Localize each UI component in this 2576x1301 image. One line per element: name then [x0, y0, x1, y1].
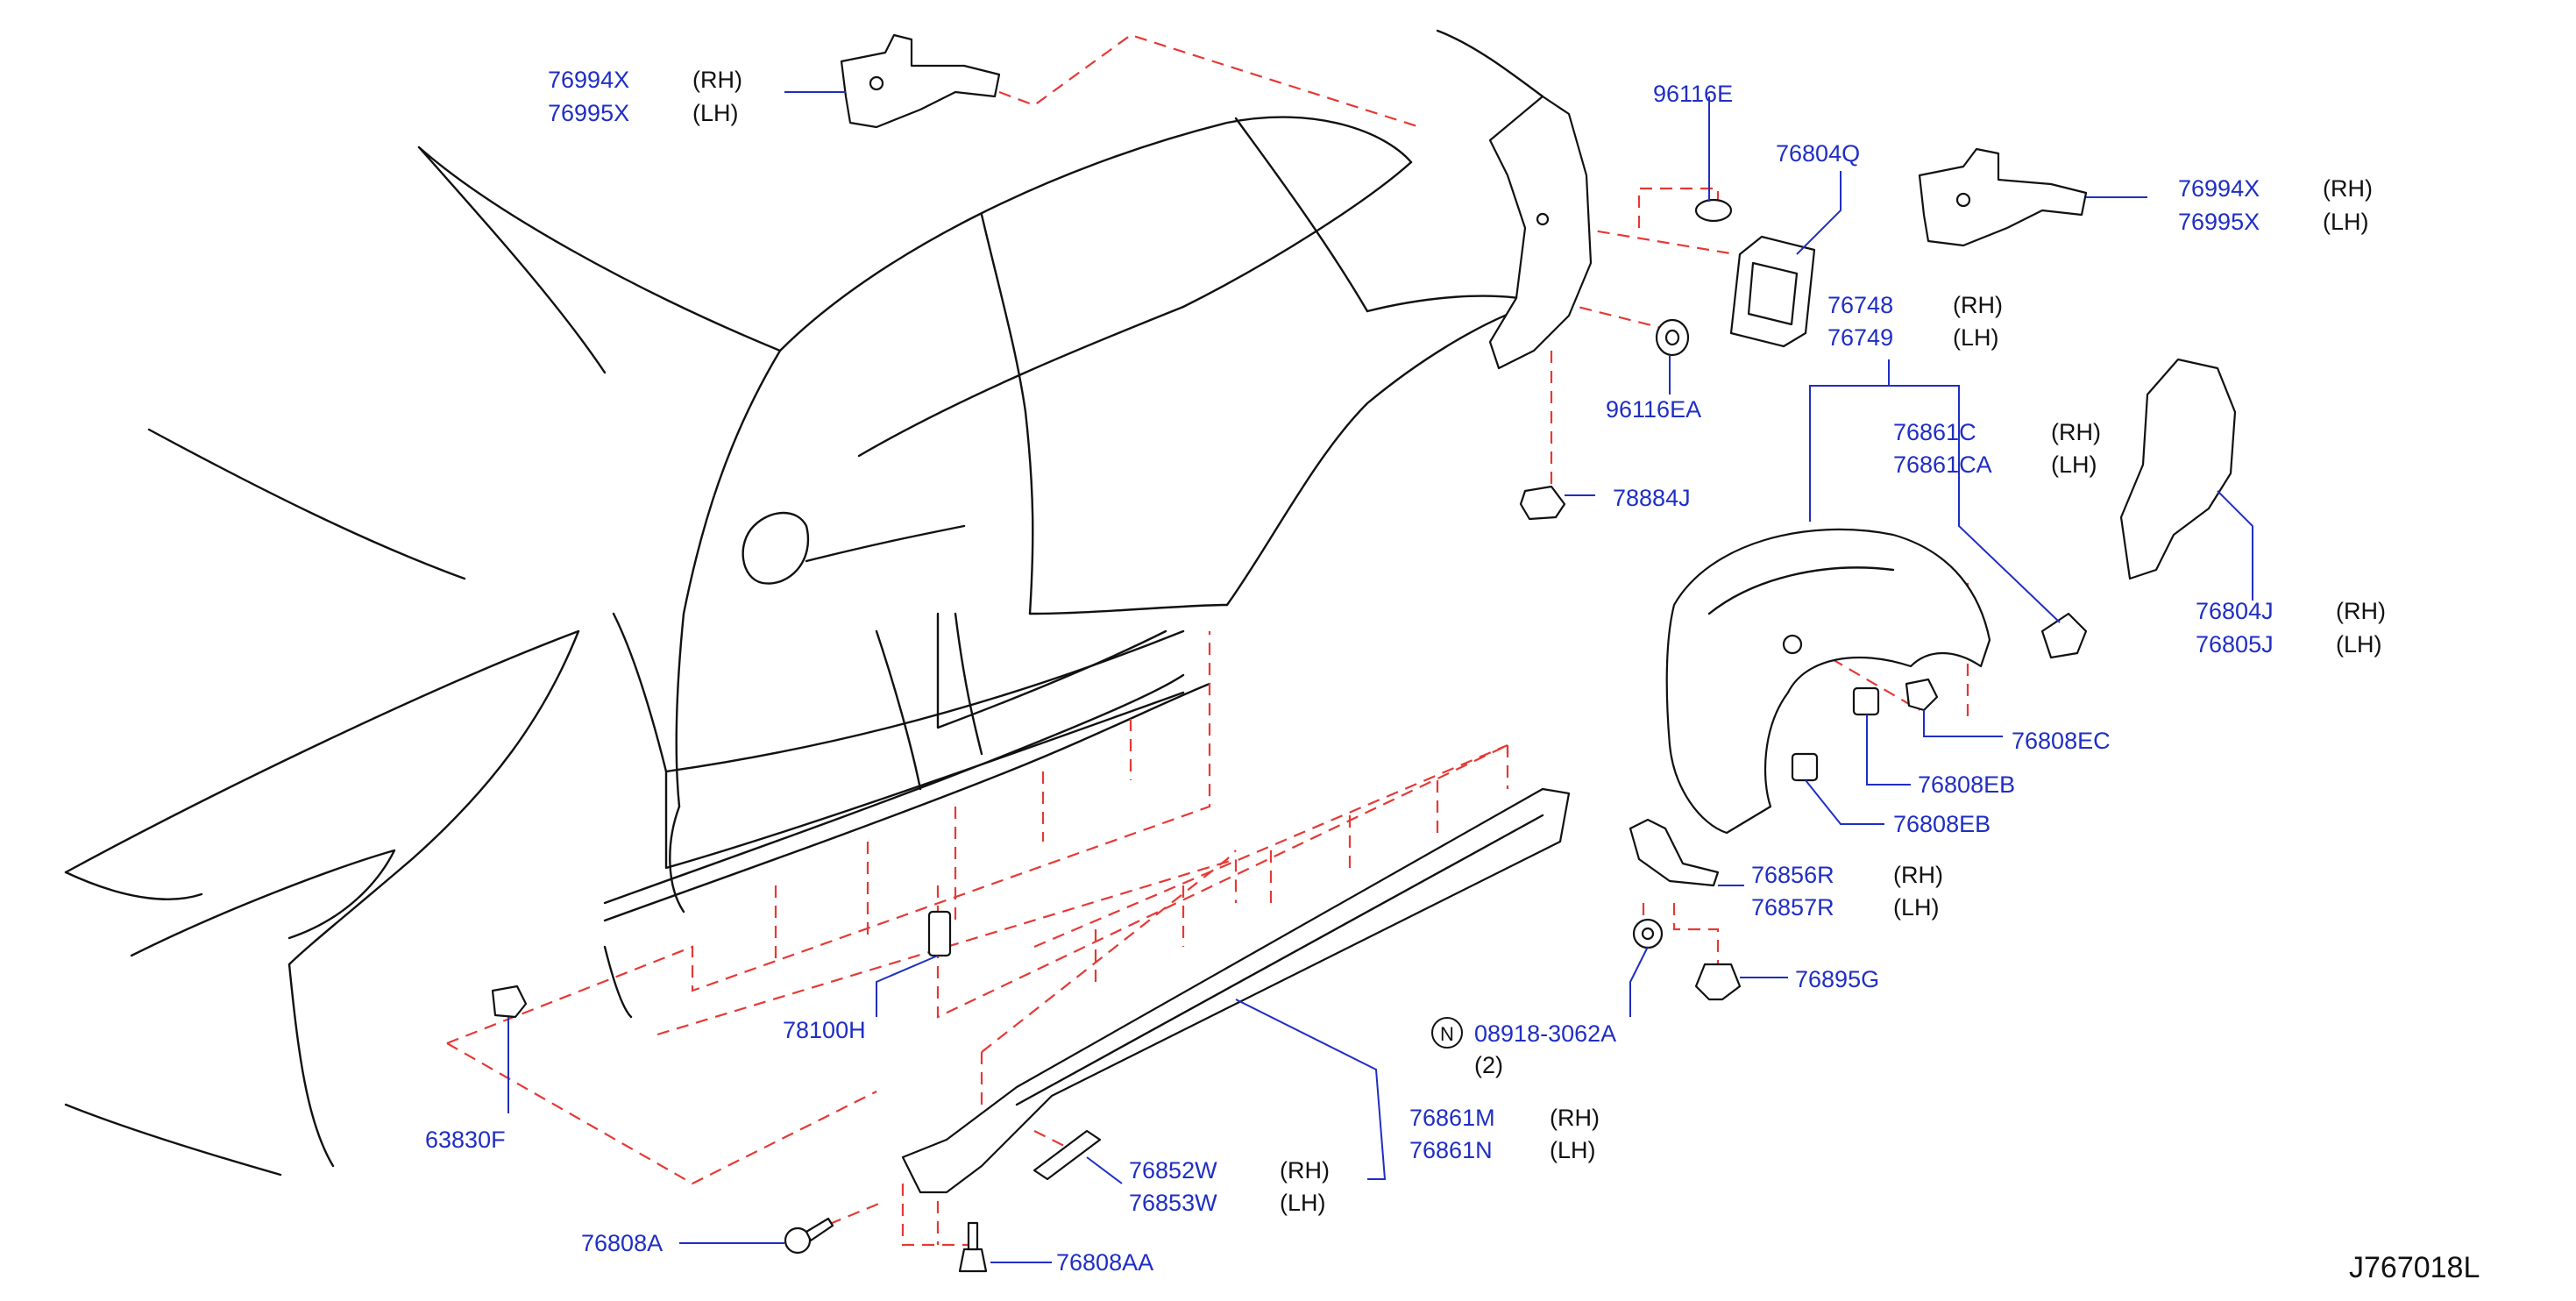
label-76808aa: 76808AA — [1056, 1249, 1154, 1276]
label-rh-sill: (RH) — [1550, 1105, 1600, 1131]
label-76852w: 76852W — [1129, 1157, 1217, 1184]
part-76808EC-clip — [1905, 678, 1939, 712]
part-bracket-rear — [1918, 147, 2088, 247]
part-76861C-clip — [2040, 612, 2088, 659]
diagram-reference-code: J767018L — [2349, 1251, 2480, 1284]
label-rh-76861c: (RH) — [2051, 419, 2101, 445]
part-76808AA-screw — [958, 1221, 988, 1273]
label-08918-3062a: 08918-3062A — [1474, 1020, 1617, 1047]
part-96116E-grommet — [1694, 198, 1733, 223]
label-76804j: 76804J — [2196, 598, 2274, 624]
part-bracket-front — [840, 33, 1001, 129]
label-76749: 76749 — [1827, 324, 1894, 351]
label-rh-mud: (RH) — [1893, 862, 1943, 888]
label-lh-rear-bracket: (LH) — [2323, 209, 2369, 235]
label-rh-seal: (RH) — [1280, 1157, 1330, 1184]
label-63830f: 63830F — [425, 1127, 506, 1153]
part-76748-wheelhouse-protector — [1665, 528, 1991, 835]
label-76808a: 76808A — [581, 1230, 664, 1256]
label-76861m: 76861M — [1409, 1105, 1495, 1131]
part-76804Q-vent — [1729, 235, 1816, 348]
part-76856R-mud-seal — [1629, 818, 1720, 887]
label-78100h: 78100H — [783, 1017, 866, 1043]
part-76861M-sill-cover — [901, 787, 1571, 1194]
label-96116e: 96116E — [1653, 81, 1734, 107]
label-76856r: 76856R — [1751, 862, 1834, 888]
part-76852W-seal — [1033, 1129, 1102, 1181]
part-76808EB-clip-2 — [1791, 752, 1819, 782]
label-rh-guard: (RH) — [2336, 598, 2386, 624]
label-76861ca: 76861CA — [1893, 451, 1992, 478]
label-76808ec: 76808EC — [2012, 728, 2111, 754]
leader-lines — [507, 91, 2253, 1263]
label-76995x-front: 76995X — [548, 100, 630, 126]
part-63830F-clip — [491, 985, 528, 1019]
label-lh-sill: (LH) — [1550, 1137, 1596, 1163]
part-96116EA-grommet — [1655, 318, 1690, 357]
part-76808EB-clip-1 — [1852, 686, 1880, 716]
label-78884j: 78884J — [1613, 485, 1691, 511]
label-76994x-rear: 76994X — [2178, 175, 2260, 202]
label-76861n: 76861N — [1409, 1137, 1493, 1163]
label-76895g: 76895G — [1795, 966, 1880, 992]
label-rh-protector: (RH) — [1953, 292, 2003, 318]
label-rh-front-bracket: (RH) — [692, 67, 742, 93]
label-76805j: 76805J — [2196, 631, 2274, 658]
label-76994x-front: 76994X — [548, 67, 630, 93]
label-rh-rear-bracket: (RH) — [2323, 175, 2373, 202]
n-symbol: N — [1431, 1017, 1463, 1049]
label-76808eb-2: 76808EB — [1893, 811, 1991, 837]
label-76804q: 76804Q — [1776, 140, 1861, 167]
label-76861c: 76861C — [1893, 419, 1976, 445]
label-lh-mud: (LH) — [1893, 894, 1940, 921]
label-lh-76861c: (LH) — [2051, 451, 2097, 478]
part-inner-panel — [1488, 95, 1593, 370]
part-08918-3062A-nut — [1632, 918, 1664, 949]
label-76808eb-1: 76808EB — [1918, 771, 2016, 798]
label-76995x-rear: 76995X — [2178, 209, 2260, 235]
label-96116ea: 96116EA — [1606, 396, 1702, 423]
label-lh-guard: (LH) — [2336, 631, 2382, 658]
label-76748: 76748 — [1827, 292, 1894, 318]
label-lh-protector: (LH) — [1953, 324, 1999, 351]
part-76808A-screw — [784, 1217, 834, 1255]
label-lh-front-bracket: (LH) — [692, 100, 739, 126]
car-body-outline — [64, 29, 1563, 1177]
part-76895G-clip — [1694, 963, 1742, 1001]
part-78100H-clip — [927, 910, 952, 957]
part-76804J-guard — [2119, 358, 2237, 580]
label-lh-seal: (LH) — [1280, 1190, 1326, 1216]
label-qty-2: (2) — [1474, 1052, 1503, 1078]
label-76853w: 76853W — [1129, 1190, 1217, 1216]
part-78884J-clip — [1519, 485, 1566, 521]
label-76857r: 76857R — [1751, 894, 1834, 921]
